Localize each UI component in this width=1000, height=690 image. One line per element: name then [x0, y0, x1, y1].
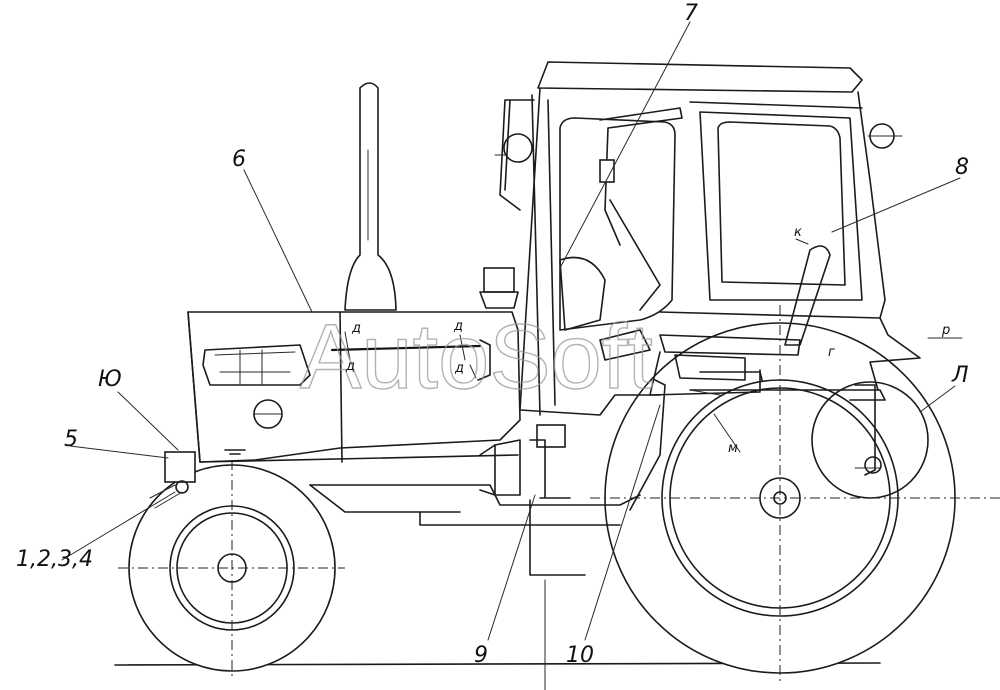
seat: [649, 245, 831, 396]
air-cleaner: [479, 267, 519, 309]
hood: [187, 311, 521, 463]
callout-5: 5: [64, 427, 78, 452]
front-wheel: [118, 460, 345, 680]
wiring-harness: [629, 371, 763, 511]
callout-6: 6: [232, 147, 246, 172]
letter-d3: д: [345, 359, 355, 374]
leader-lines: [61, 21, 963, 641]
cab: [494, 61, 903, 416]
letter-k: к: [794, 225, 802, 240]
callout-10: 10: [566, 643, 594, 668]
rear-fender: [599, 311, 921, 476]
hood-wiring: [330, 331, 491, 381]
callout-Yu: Ю: [98, 367, 122, 392]
callout-7: 7: [684, 1, 698, 26]
fender-ring: [811, 381, 929, 499]
callout-1234: 1,2,3,4: [16, 547, 93, 572]
callout-8: 8: [955, 155, 969, 180]
letter-m: м: [728, 441, 738, 456]
letter-d1: д: [351, 321, 361, 336]
exhaust-pipe: [344, 82, 397, 311]
rear-wheel: [590, 305, 1000, 685]
letter-g: г: [828, 345, 835, 360]
headlight: [149, 451, 196, 509]
chassis: [309, 424, 641, 690]
letter-d2: д: [453, 319, 463, 334]
letter-d4: д: [454, 361, 464, 376]
watermark: AutoSoft: [300, 306, 653, 408]
callout-9: 9: [474, 643, 488, 668]
callout-L: Л: [951, 363, 969, 388]
letter-p: р: [941, 323, 950, 338]
